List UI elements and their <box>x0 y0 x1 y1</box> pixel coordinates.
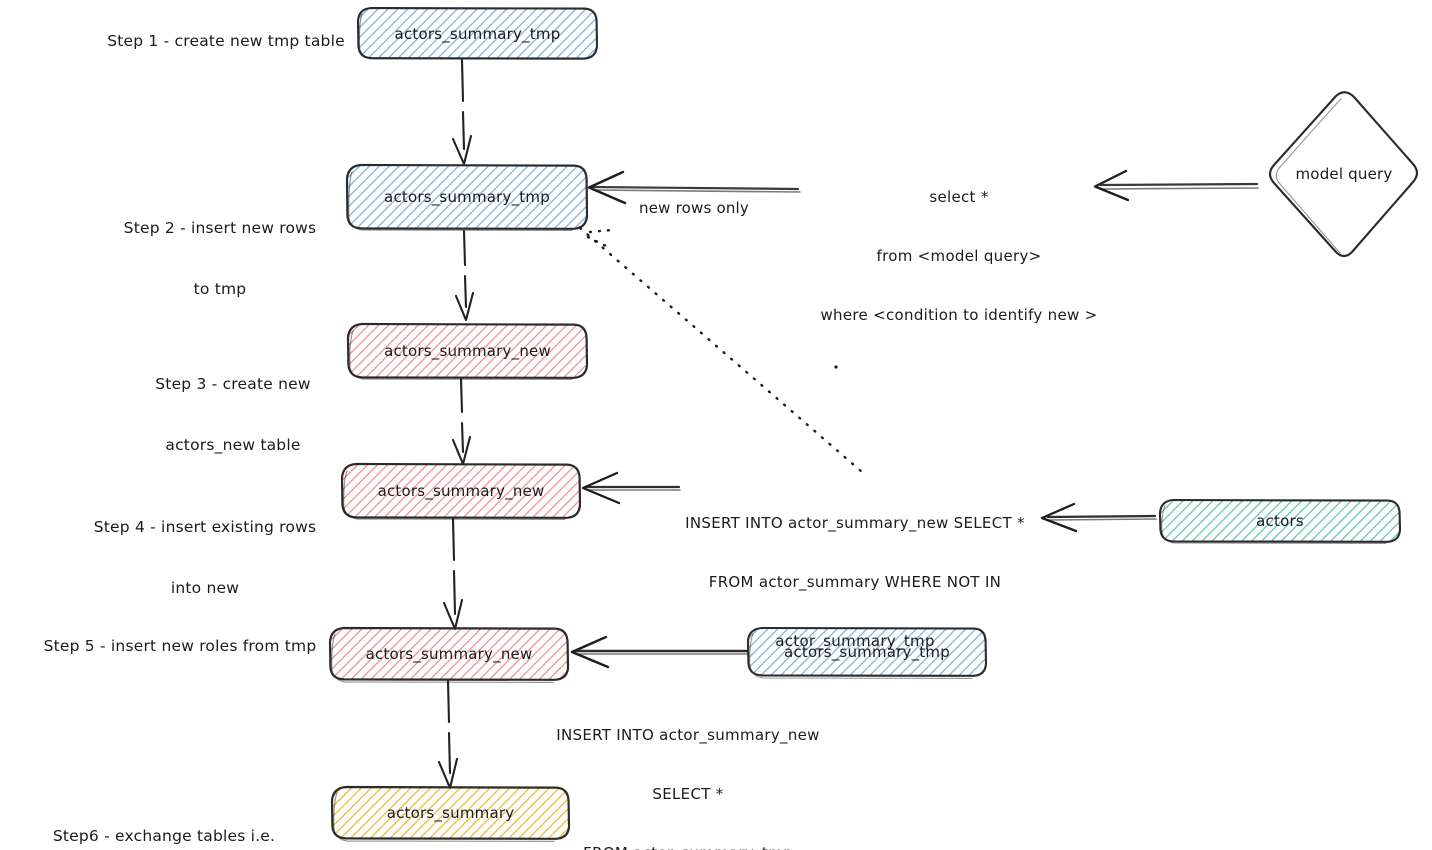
step-label-6-line1: Step6 - exchange tables i.e. <box>52 826 276 845</box>
step-label-2-line2: to tmp <box>193 280 247 299</box>
insert-existing-sql-line2: FROM actor_summary WHERE NOT IN <box>708 572 1002 591</box>
node-label-actors: actors <box>1256 512 1304 530</box>
step-label-4-line2: into new <box>170 579 240 598</box>
node-label-tmp-2: actors_summary_tmp <box>384 188 550 206</box>
insert-existing-sql-line1: INSERT INTO actor_summary_new SELECT * <box>685 513 1025 532</box>
connector-n3-to-n4 <box>451 377 472 466</box>
step-label-4-line1: Step 4 - insert existing rows <box>93 517 317 536</box>
step-label-6: Step6 - exchange tables i.e. actor_summa… <box>4 785 324 850</box>
node-label-new-3: actors_summary_new <box>384 342 551 360</box>
step-label-3-line2: actors_new table <box>165 436 301 455</box>
model-query-sql-line3: where <condition to identify new > <box>820 306 1098 325</box>
connector-n1-to-n2 <box>451 58 473 166</box>
insert-new-roles-sql-line3: FROM actor_summary_tmp <box>540 844 836 850</box>
connector-insert-existing-into-new <box>581 471 681 505</box>
step-label-3-line1: Step 3 - create new <box>155 374 311 393</box>
edge-label-model-query-sql: select * from <model query> where <condi… <box>820 148 1098 366</box>
step-label-4: Step 4 - insert existing rows into new <box>78 476 332 640</box>
connector-actors-to-sql <box>1040 502 1157 533</box>
step-label-2: Step 2 - insert new rows to tmp <box>104 177 336 341</box>
node-label-tmp-1: actors_summary_tmp <box>394 25 561 43</box>
connector-n2-to-n3 <box>454 229 475 322</box>
edge-label-insert-new-roles-sql: INSERT INTO actor_summary_new SELECT * F… <box>540 686 836 850</box>
edge-label-new-rows-only: new rows only <box>639 199 749 217</box>
step-label-5: Step 5 - insert new roles from tmp <box>43 637 317 655</box>
connector-n4-to-n5 <box>442 517 464 631</box>
connector-model-query-to-sql <box>1093 169 1259 202</box>
model-query-sql-line2: from <model query> <box>876 246 1042 265</box>
insert-new-roles-sql-line1: INSERT INTO actor_summary_new <box>556 725 820 744</box>
connector-n5-to-n6 <box>437 679 459 790</box>
node-label-summary-final: actors_summary <box>386 804 515 822</box>
node-label-new-4: actors_summary_new <box>377 482 545 500</box>
edge-label-insert-existing-sql: INSERT INTO actor_summary_new SELECT * F… <box>678 474 1032 692</box>
node-label-tmp-right: actors_summary_tmp <box>784 643 950 661</box>
node-label-new-5: actors_summary_new <box>365 645 533 663</box>
step-label-2-line1: Step 2 - insert new rows <box>123 218 317 237</box>
step-label-3: Step 3 - create new actors_new table <box>130 333 336 497</box>
insert-existing-sql-line3: actor_summary_tmp <box>775 632 935 651</box>
node-label-model-query: model query <box>1295 165 1393 183</box>
step-label-1: Step 1 - create new tmp table <box>107 32 345 50</box>
model-query-sql-line1: select * <box>929 187 989 206</box>
insert-new-roles-sql-line2: SELECT * <box>652 784 724 803</box>
